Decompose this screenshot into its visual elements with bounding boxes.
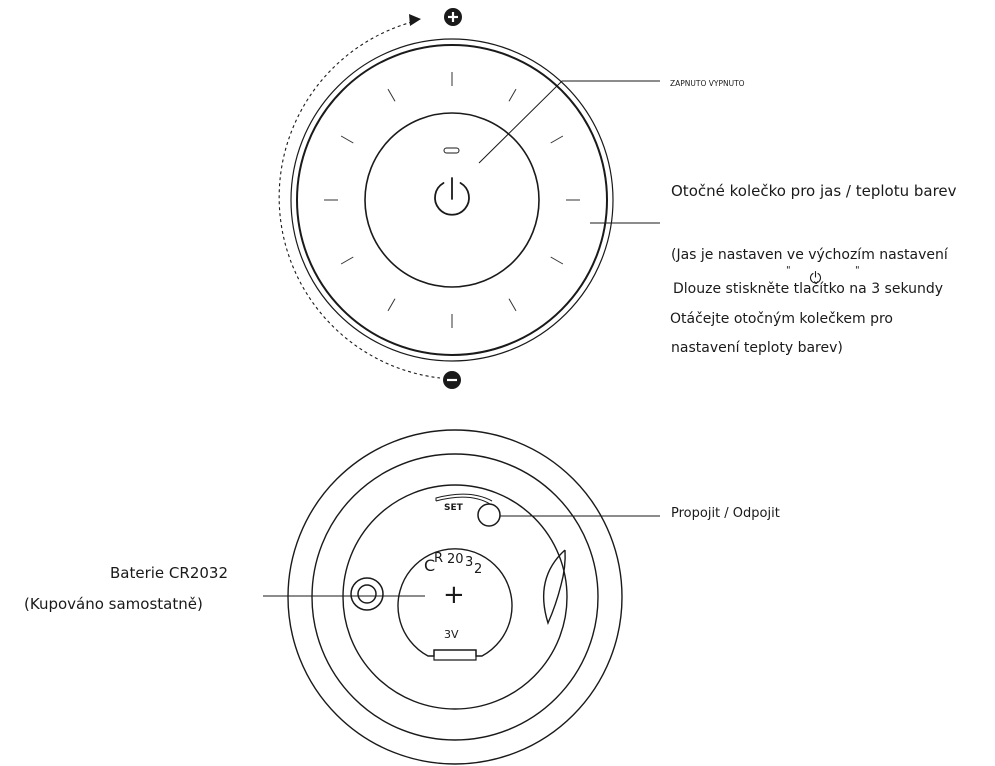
latch [542,549,566,625]
coin-plus-sign: + [443,580,465,610]
arrow-head [409,14,421,26]
note-line-2: Dlouze stiskněte tlačítko na 3 sekundy [673,281,944,297]
leader-lines-top [478,80,660,224]
note-line-4: nastavení teploty barev) [671,340,843,356]
rotary-wheel[interactable] [296,44,608,356]
remote-back [287,429,623,765]
wheel-tick [550,256,564,265]
coin-text-3: 3 [465,555,474,570]
back-outer-ring [287,429,623,765]
wheel-ticks [324,72,580,328]
back-inner-ring [342,484,568,710]
battery-label: Baterie CR2032 [110,564,228,582]
coin-text-r: R [434,551,444,566]
screw [350,577,384,611]
power-icon [434,177,470,216]
battery-note: (Kupováno samostatně) [24,595,203,613]
power-label: ZAPNUTO VYPNUTO [670,79,745,88]
quote-close: " [855,265,860,276]
status-led [443,147,460,154]
center-button[interactable] [364,112,540,288]
inline-power-icon [809,270,822,287]
wheel-tick [387,298,396,312]
minus-circle-icon [443,371,461,389]
wheel-tick [387,88,396,102]
set-label: SET [444,503,463,513]
note-line-3: Otáčejte otočným kolečkem pro [670,311,893,327]
wheel-tick [550,135,564,144]
leader-lines-bottom [263,515,660,597]
voltage-label: 3V [444,628,459,641]
plus-circle-icon [444,8,462,26]
back-middle-ring [311,453,599,741]
set-button[interactable] [477,503,501,527]
outer-ring [290,38,614,362]
wheel-label: Otočné kolečko pro jas / teplotu barev [671,182,957,200]
remote-front [290,38,614,362]
link-label: Propojit / Odpojit [671,506,780,521]
wheel-tick [508,298,517,312]
set-button-slot [435,493,493,505]
battery-compartment [397,548,513,657]
coin-text-c: C [424,556,436,575]
note-line-1: (Jas je nastaven ve výchozím nastavení [671,247,948,263]
coin-text-2: 2 [474,562,483,577]
wheel-tick [340,135,354,144]
coin-text-20: 20 [447,552,464,567]
wheel-tick [508,88,517,102]
quote-open: " [786,265,791,276]
wheel-tick [340,256,354,265]
